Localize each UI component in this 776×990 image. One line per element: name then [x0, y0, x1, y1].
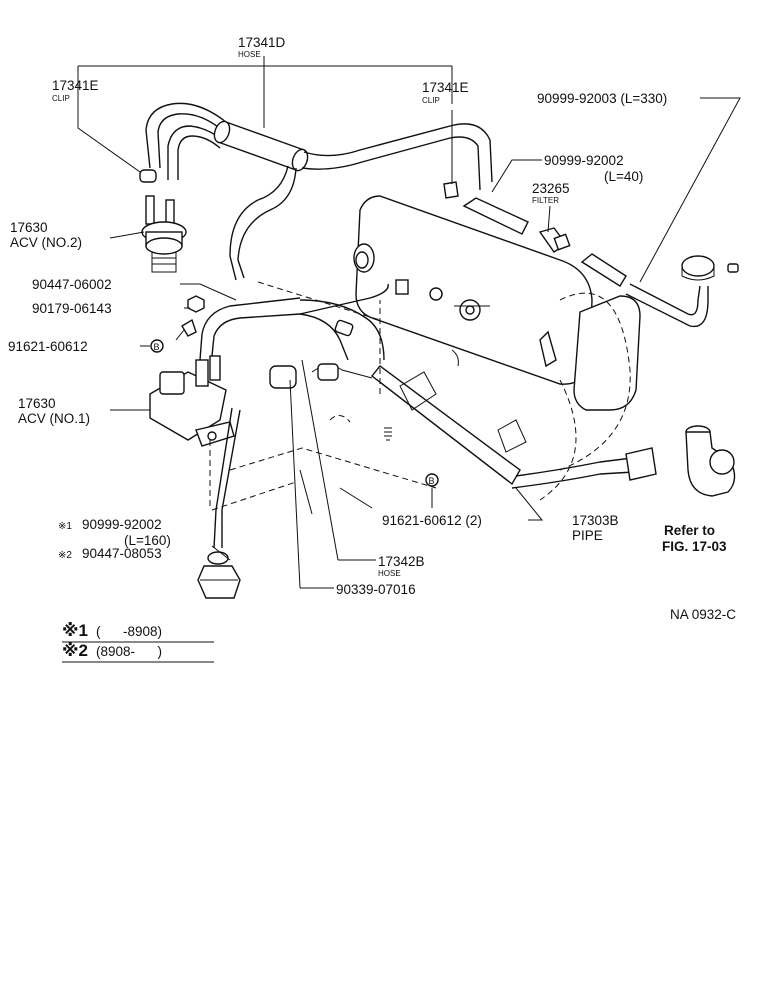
- hose-variant-2-marker: ※2: [58, 550, 72, 561]
- leader-lines: [77, 56, 741, 589]
- hose-90999-92003-label: 90999-92003 (L=330): [537, 91, 667, 106]
- hose-90999-92002-length: (L=40): [604, 169, 643, 184]
- bolt-left-mark: B: [154, 342, 160, 352]
- bolt-right-mark: B: [429, 476, 435, 486]
- hose-variant-1-marker: ※1: [58, 521, 72, 532]
- acv-no2-number: 17630: [10, 220, 48, 235]
- acv-no1-name: ACV (NO.1): [18, 411, 90, 426]
- hose-90999-92002-number: 90999-92002: [544, 153, 624, 168]
- bolt-left-mark-circle: [150, 339, 164, 353]
- filter-23265-label: FILTER: [532, 196, 559, 205]
- hose-17342b-label: HOSE: [378, 569, 401, 578]
- part-90339-07016-label: 90339-07016: [336, 582, 416, 597]
- pipe-17303b-label: PIPE: [572, 528, 603, 543]
- fasteners-drawing: [175, 279, 443, 441]
- refer-note-line2: FIG. 17-03: [662, 539, 727, 554]
- clip-right-number: 17341E: [422, 80, 469, 95]
- filter-23265-drawing: [462, 197, 571, 253]
- hose-17342b-drawing: [197, 365, 297, 599]
- acv-no2-name: ACV (NO.2): [10, 235, 82, 250]
- acv-no2-drawing: [141, 195, 187, 273]
- hose-17341d-drawing: [145, 102, 493, 281]
- clip-left-drawing: [139, 169, 157, 183]
- footnote-1-marker: ※1: [62, 621, 88, 640]
- engine-body-drawing: [353, 195, 641, 501]
- bolt-right-number: 91621-60612 (2): [382, 513, 482, 528]
- clip-right-drawing: [443, 181, 459, 199]
- bolt-right-mark-circle: [425, 473, 439, 487]
- footnote-1-range: ( -8908): [96, 624, 162, 639]
- acv-no1-drawing: [149, 283, 389, 447]
- clip-left-number: 17341E: [52, 78, 99, 93]
- pipe-17303b-drawing: [311, 319, 657, 489]
- hose-90999-92003-drawing: [580, 253, 739, 328]
- footnote-2-range: (8908- ): [96, 644, 162, 659]
- diagram-code: NA 0932-C: [670, 607, 736, 622]
- hose-17342b-number: 17342B: [378, 554, 425, 569]
- hose-17341d-label: HOSE: [238, 50, 261, 59]
- hose-variant-2-number: 90447-08053: [82, 546, 162, 561]
- filter-23265-number: 23265: [532, 181, 570, 196]
- parts-illustration: [139, 102, 739, 599]
- clip-left-label: CLIP: [52, 94, 70, 103]
- bolt-left-number: 91621-60612: [8, 339, 88, 354]
- hose-17341d-number: 17341D: [238, 35, 286, 50]
- clip-right-label: CLIP: [422, 96, 440, 105]
- hose-variant-1-length: (L=160): [124, 533, 171, 548]
- part-90179-06143-label: 90179-06143: [32, 301, 112, 316]
- elbow-fitting-drawing: [685, 425, 736, 497]
- footnote-2-marker: ※2: [62, 641, 88, 660]
- acv-no1-number: 17630: [18, 396, 56, 411]
- hose-variant-1-number: 90999-92002: [82, 517, 162, 532]
- part-90447-06002-label: 90447-06002: [32, 277, 112, 292]
- footnotes: ※1 ( -8908) ※2 (8908- ): [62, 621, 214, 663]
- refer-note-line1: Refer to: [664, 523, 715, 538]
- pipe-17303b-number: 17303B: [572, 513, 619, 528]
- dashed-guide-lines: [209, 281, 437, 515]
